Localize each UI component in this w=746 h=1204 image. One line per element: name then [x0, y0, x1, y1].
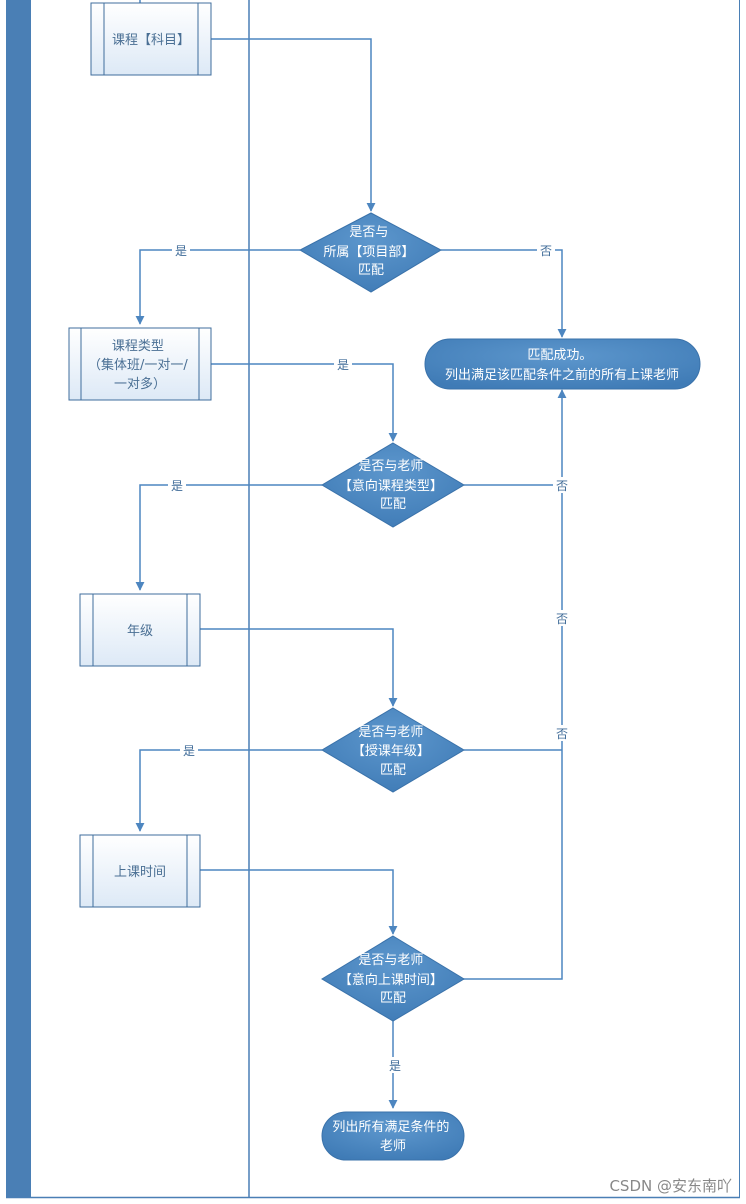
connector-project-yes: [135, 249, 300, 325]
connector-grade-decision-yes: [135, 749, 322, 832]
box-course-type-label: 课程类型 （集体班/一对一/ 一对多）: [88, 339, 192, 392]
edge-label-bg: [180, 742, 198, 758]
edge-label-no: 否: [556, 612, 568, 626]
edge-label-bg: [553, 610, 571, 626]
svg-text:是否与老师 【意向课程类型】 匹配: 是否与老师 【意向课程类型】 匹配: [339, 459, 447, 512]
terminal-list-all-matching: 列出所有满足条件的 老师: [321, 1111, 465, 1161]
svg-text:匹配成功。 列出满足该匹配条件之前的所有上课老师: 匹配成功。 列出满足该匹配条件之前的所有上课老师: [445, 348, 679, 383]
box-grade: 年级: [79, 593, 201, 667]
box-course-type: 课程类型 （集体班/一对一/ 一对多）: [68, 327, 212, 401]
edge-label-yes: 是: [337, 358, 349, 372]
lane-header-bar: [6, 0, 30, 1198]
edge-label-bg: [172, 242, 190, 258]
box-grade-label: 年级: [127, 624, 153, 639]
edge-label-bg: [537, 242, 555, 258]
edge-label-no: 否: [556, 479, 568, 493]
edge-label-yes: 是: [389, 1059, 401, 1073]
connector-class-time-to-decision: [200, 869, 398, 935]
edge-label-bg: [168, 477, 186, 493]
decision-project-dept: 是否与 所属【项目部】 匹配: [298, 212, 443, 293]
edge-label-yes: 是: [175, 244, 187, 258]
edge-label-yes: 是: [183, 744, 195, 758]
edge-label-bg: [386, 1057, 404, 1073]
decision-grade-taught: 是否与老师 【授课年级】 匹配: [321, 707, 465, 793]
box-subject: 课程【科目】: [90, 2, 212, 76]
connector-project-no: [441, 249, 567, 338]
decision-intended-course-type: 是否与老师 【意向课程类型】 匹配: [321, 442, 465, 528]
decision-intended-class-time: 是否与老师 【意向上课时间】 匹配: [321, 935, 465, 1022]
edge-label-no: 否: [540, 244, 552, 258]
edge-label-bg: [334, 356, 352, 372]
connector-subject-to-project-decision: [211, 38, 376, 212]
box-class-time: 上课时间: [79, 834, 201, 908]
connector-no-return-to-success: [463, 389, 567, 980]
edge-label-bg: [553, 477, 571, 493]
connector-course-type-to-decision: [211, 363, 398, 442]
edge-label-bg: [553, 725, 571, 741]
svg-text:是否与老师 【授课年级】 匹配: 是否与老师 【授课年级】 匹配: [352, 725, 434, 778]
watermark: CSDN @安东南吖: [609, 1177, 732, 1195]
svg-text:列出所有满足条件的 老师: 列出所有满足条件的 老师: [332, 1119, 453, 1154]
terminal-match-success: 匹配成功。 列出满足该匹配条件之前的所有上课老师: [424, 338, 701, 390]
svg-text:是否与老师 【意向上课时间】 匹配: 是否与老师 【意向上课时间】 匹配: [339, 953, 447, 1006]
box-class-time-label: 上课时间: [114, 865, 166, 880]
edge-label-no: 否: [556, 727, 568, 741]
svg-text:是否与 所属【项目部】 匹配: 是否与 所属【项目部】 匹配: [323, 225, 418, 278]
edge-label-yes: 是: [171, 479, 183, 493]
connector-grade-to-decision: [200, 628, 398, 707]
connector-intended-type-yes: [135, 484, 322, 591]
box-subject-label: 课程【科目】: [112, 33, 190, 48]
